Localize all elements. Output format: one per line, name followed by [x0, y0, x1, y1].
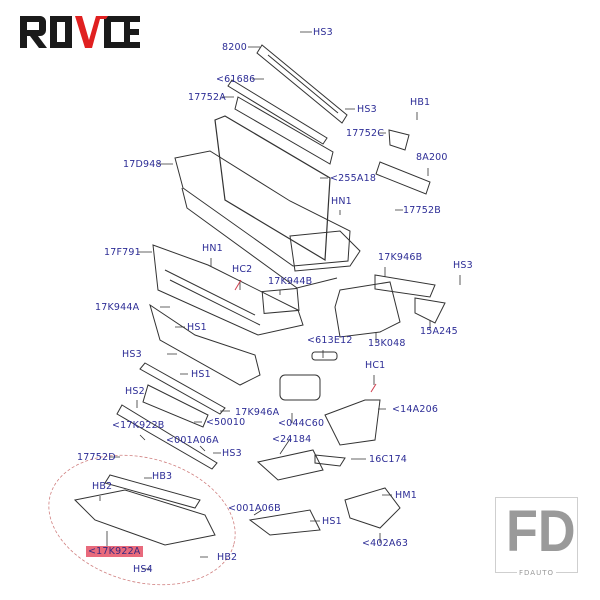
part-label: <50010	[206, 417, 246, 428]
watermark-name: FDAUTO	[517, 569, 556, 577]
watermark-mark: FD	[506, 499, 576, 564]
part-label: HS3	[222, 448, 242, 459]
part-label: HN1	[202, 243, 223, 254]
part-label: 8A200	[416, 152, 448, 163]
part-label: HS3	[453, 260, 473, 271]
part-label: HS3	[122, 349, 142, 360]
part-label: HB2	[92, 481, 113, 492]
part-label: HN1	[331, 196, 352, 207]
part-label: 17K946A	[235, 407, 280, 418]
part-label: HB1	[410, 97, 431, 108]
part-label: 17K946B	[378, 252, 423, 263]
part-label: HS1	[191, 369, 211, 380]
part-label: 17752A	[188, 92, 226, 103]
part-label: <001A06B	[228, 503, 281, 514]
part-label: 8200	[222, 42, 247, 53]
highlighted-part-label: <17K922A	[86, 546, 143, 557]
part-label: <044C60	[278, 418, 325, 429]
part-label: HB3	[152, 471, 173, 482]
part-label: HB2	[217, 552, 238, 563]
part-label: 17K944B	[268, 276, 313, 287]
part-label: 17K944A	[95, 302, 140, 313]
rovce-logo	[20, 16, 140, 48]
part-label: <17K922B	[112, 420, 165, 431]
part-label: <001A06A	[166, 435, 219, 446]
part-label: HM1	[395, 490, 417, 501]
part-label: HS4	[133, 564, 153, 575]
part-label: 16C174	[369, 454, 408, 465]
part-label: <613E12	[307, 335, 353, 346]
part-label: HS1	[322, 516, 342, 527]
part-label: 17F791	[104, 247, 141, 258]
part-label: <255A18	[330, 173, 377, 184]
part-label: HC2	[232, 264, 253, 275]
part-label: 13K048	[368, 338, 406, 349]
part-label: <14A206	[392, 404, 439, 415]
part-label: 15A245	[420, 326, 458, 337]
part-label: 17D948	[123, 159, 162, 170]
part-label: HS3	[357, 104, 377, 115]
fdauto-watermark: FD FDAUTO	[495, 497, 578, 577]
part-label: 17752D	[77, 452, 116, 463]
part-label: HS3	[313, 27, 333, 38]
part-label: <24184	[272, 434, 312, 445]
part-label: 17752B	[403, 205, 441, 216]
part-label: HC1	[365, 360, 386, 371]
part-label: HS2	[125, 386, 145, 397]
part-label: <402A63	[362, 538, 409, 549]
part-label: 17752C	[346, 128, 385, 139]
part-label: <61686	[216, 74, 256, 85]
part-label: HS1	[187, 322, 207, 333]
